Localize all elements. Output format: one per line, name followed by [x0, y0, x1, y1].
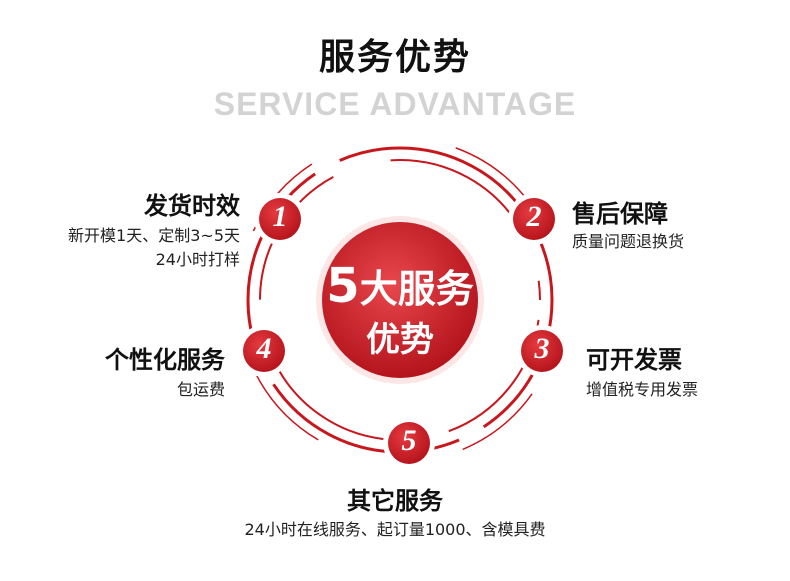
badge-2-group	[508, 193, 560, 245]
feature-2-desc-line-1: 质量问题退换货	[572, 232, 685, 251]
feature-2-title: 售后保障	[572, 200, 668, 228]
page-title: 服务优势	[318, 37, 471, 78]
feature-4-desc: 包运费	[20, 378, 225, 402]
badge-2	[513, 198, 555, 240]
badge-2-number: 2	[526, 200, 542, 233]
feature-4-desc-line-1: 包运费	[176, 380, 225, 399]
badge-1-number: 1	[272, 200, 288, 233]
center-heading: 5大服务	[320, 258, 480, 314]
feature-1-title: 发货时效	[144, 192, 240, 220]
feature-4-title: 个性化服务	[105, 346, 225, 374]
badge-3-group	[516, 325, 568, 377]
badge-4-group	[238, 325, 290, 377]
badge-1-group	[254, 193, 306, 245]
center-subheading: 优势	[366, 320, 434, 360]
feature-2-desc: 质量问题退换货	[572, 230, 684, 254]
feature-3-title: 可开发票	[586, 346, 682, 374]
feature-5-desc-line-1: 24小时在线服务、起订量1000、含模具费	[244, 520, 546, 539]
feature-3-desc-line-1: 增值税专用发票	[586, 380, 699, 399]
badge-4	[243, 330, 285, 372]
feature-1-desc-line-2: 24小时打样	[155, 250, 240, 269]
page-subtitle: SERVICE ADVANTAGE	[213, 86, 577, 122]
badge-3-number: 3	[534, 332, 550, 365]
inner-ring	[259, 159, 541, 441]
feature-5-desc: 24小时在线服务、起订量1000、含模具费	[0, 518, 790, 542]
feature-1-desc: 新开模1天、定制3~5天 24小时打样	[0, 224, 240, 272]
center-heading-text: 大服务	[359, 267, 474, 311]
center-circle	[322, 222, 478, 378]
feature-3-desc: 增值税专用发票	[586, 378, 698, 402]
center-number: 5	[326, 258, 360, 314]
badge-5-number: 5	[401, 424, 417, 457]
badge-1	[259, 198, 301, 240]
badge-3	[521, 330, 563, 372]
feature-1-desc-line-1: 新开模1天、定制3~5天	[68, 226, 240, 245]
badge-4-number: 4	[256, 332, 272, 365]
badge-5-group	[383, 417, 435, 469]
badge-5	[388, 422, 430, 464]
feature-5-title: 其它服务	[347, 487, 443, 515]
